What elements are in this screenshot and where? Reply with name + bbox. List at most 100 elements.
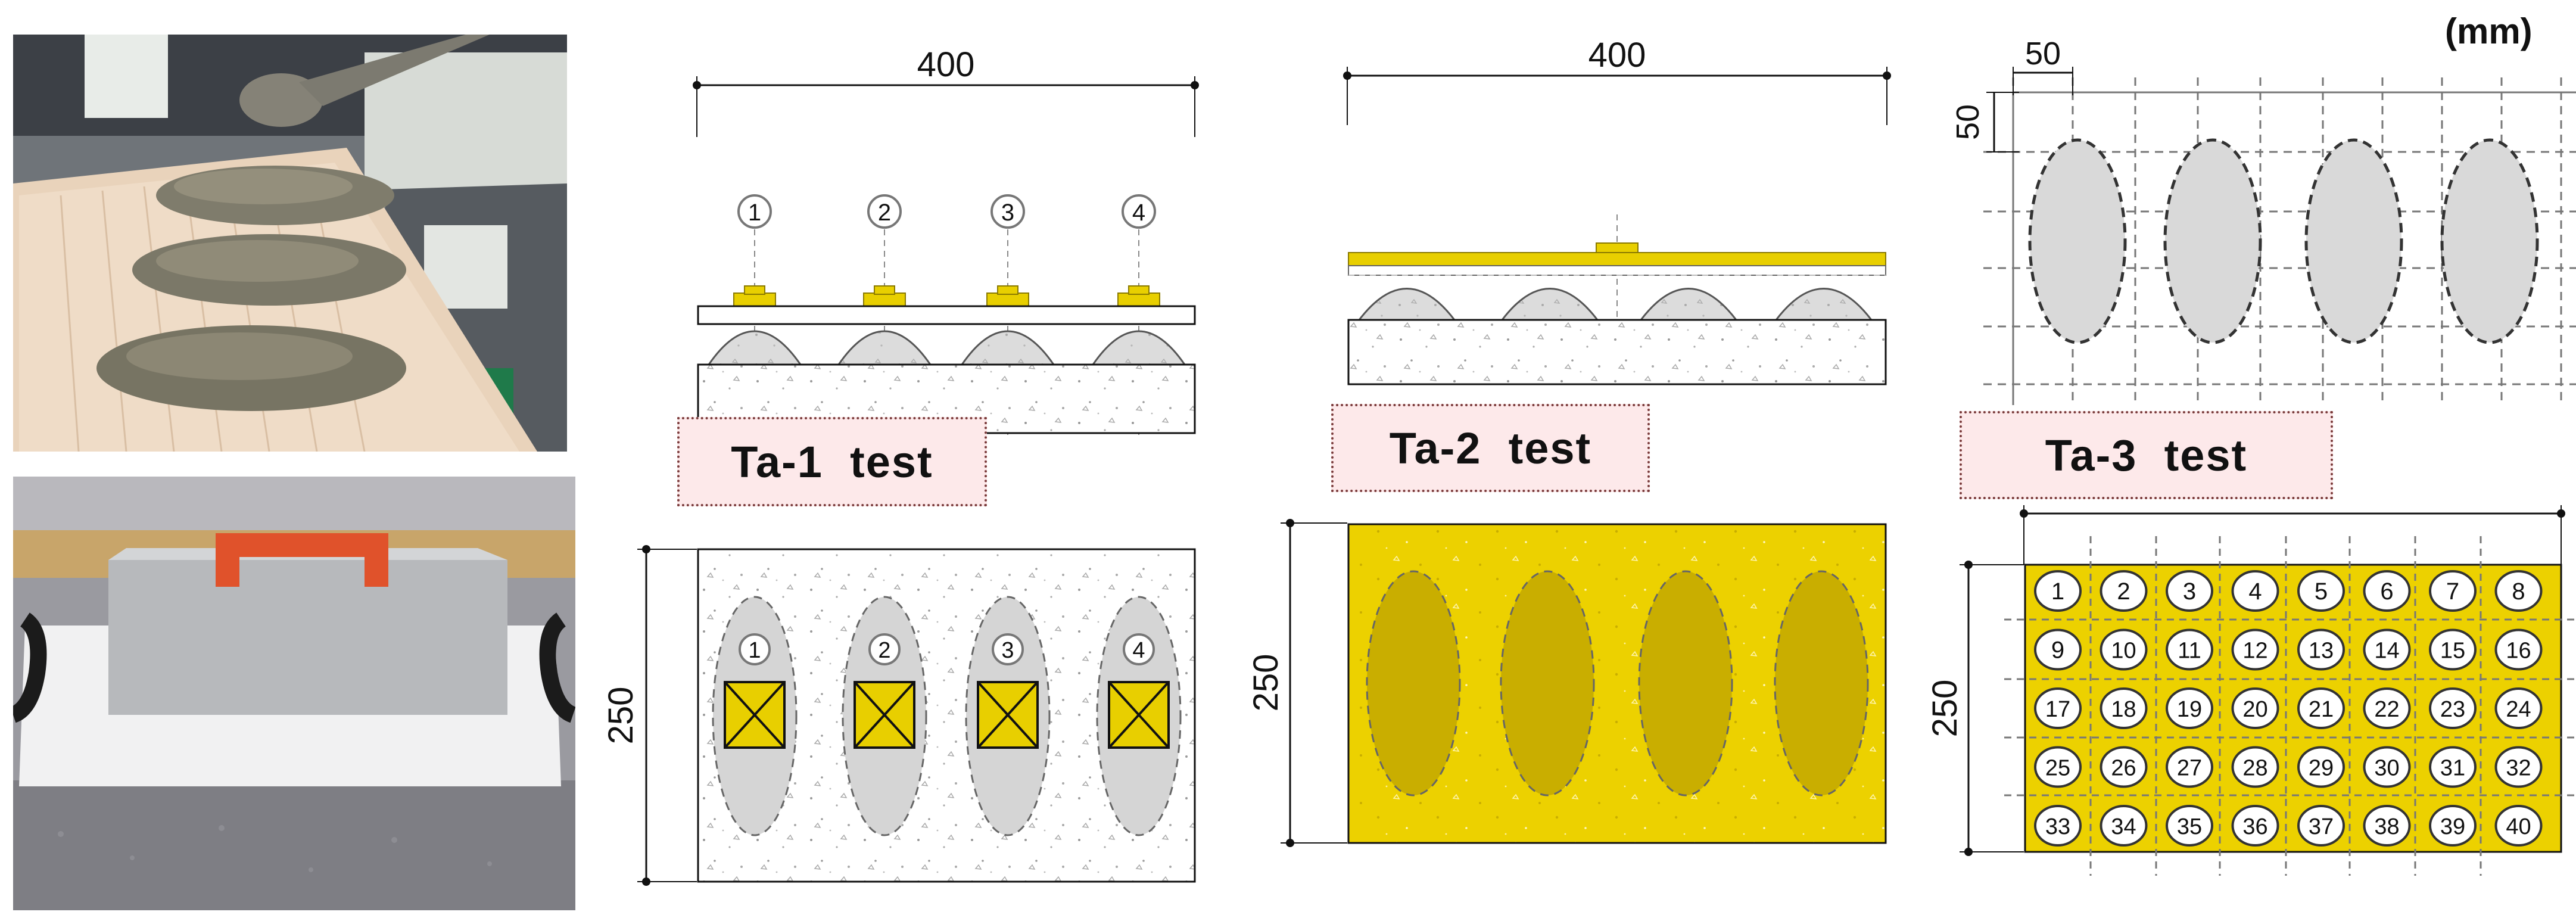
mortar-dabs-photo xyxy=(13,35,567,452)
pressing-tool-photo xyxy=(13,477,575,910)
ta3-point-circle xyxy=(2494,746,2543,788)
ta3-point-circle xyxy=(2034,805,2082,847)
ta3-point-circle xyxy=(2363,805,2411,847)
ta1-attachment-blocks xyxy=(733,285,1160,307)
ta3-point-label: 18 xyxy=(2111,697,2136,722)
ta3-point-label: 20 xyxy=(2242,697,2267,722)
ta3-point-label: 34 xyxy=(2111,814,2136,839)
ta3-point-circle xyxy=(2166,628,2213,671)
mortar-dabs-photo-art xyxy=(13,35,567,452)
ta3-point-label: 3 xyxy=(2183,578,2196,605)
pressing-tool-photo-art xyxy=(13,477,575,910)
ta1-section-view: 400 1 2 3 4 xyxy=(693,45,1199,435)
ta3-point-label: 12 xyxy=(2242,639,2267,664)
ta2-plan-mortar xyxy=(1366,570,1869,796)
ta3-point-circle xyxy=(2297,687,2345,729)
ta3-point-label: 2 xyxy=(2117,578,2130,605)
ta2-height-dimension: 250 xyxy=(1247,654,1285,712)
ta3-point-label: 15 xyxy=(2440,639,2465,664)
ta3-point-circle xyxy=(2100,746,2148,788)
ta3-point-label: 19 xyxy=(2177,697,2202,722)
ta3-point-circle xyxy=(2429,746,2477,788)
ta3-point-circle xyxy=(2297,628,2345,671)
ta3-point-circle xyxy=(2231,628,2279,671)
ta3-point-circle xyxy=(2297,805,2345,847)
ta1-mortar-dabs xyxy=(707,330,1186,366)
ta2-tile xyxy=(1348,265,1886,276)
ta2-plan-view: 250 xyxy=(1247,519,1887,847)
ta3-point-circle xyxy=(2429,628,2477,671)
ta3-point-label: 8 xyxy=(2512,578,2525,605)
ta3-point-label: 4 xyxy=(2248,578,2262,605)
ta3-point-circle xyxy=(2231,570,2279,612)
ta3-point-label: 9 xyxy=(2051,637,2064,664)
ta3-point-circle xyxy=(2100,687,2148,729)
ta1-width-dimension: 400 xyxy=(917,45,975,84)
ta1-plan-marker-1: 1 xyxy=(748,638,761,663)
ta3-point-circle xyxy=(2494,628,2543,671)
ta3-point-circle xyxy=(2494,687,2543,729)
ta3-point-circle xyxy=(2034,746,2082,788)
ta3-point-label: 5 xyxy=(2315,578,2328,605)
units-label: (mm) xyxy=(2445,11,2533,51)
ta3-point-label: 21 xyxy=(2309,697,2334,722)
ta1-height-dimension: 250 xyxy=(602,687,640,745)
ta1-plan-attachments xyxy=(724,681,1170,749)
ta3-point-circle xyxy=(2231,805,2279,847)
ta3-point-label: 17 xyxy=(2045,697,2070,722)
ta3-point-label: 22 xyxy=(2374,697,2399,722)
ta3-height-dimension: 250 xyxy=(1926,680,1964,737)
ta1-test-label: Ta-1 test xyxy=(677,417,987,506)
ta3-point-circle xyxy=(2166,687,2213,729)
ta3-point-circle xyxy=(2429,570,2477,612)
ta3-point-circle xyxy=(2166,570,2213,612)
ta1-marker-3: 3 xyxy=(1001,200,1014,226)
ta1-top-markers: 1 2 3 4 xyxy=(737,194,1156,229)
ta3-point-label: 33 xyxy=(2045,814,2070,839)
ta1-plan-marker-4: 4 xyxy=(1132,638,1145,663)
ta3-point-circle xyxy=(2034,570,2082,612)
ta3-point-label: 31 xyxy=(2440,756,2465,781)
ta3-point-label: 26 xyxy=(2111,756,2136,781)
ta3-spacing-y-dimension: 50 xyxy=(1950,104,1986,140)
ta3-point-circle xyxy=(2297,746,2345,788)
ta2-mortar-dabs xyxy=(1357,288,1874,321)
ta2-concrete-substrate xyxy=(1347,319,1887,385)
ta3-point-circle xyxy=(2297,570,2345,612)
ta3-point-label: 1 xyxy=(2051,578,2064,605)
ta3-point-circle xyxy=(2100,628,2148,671)
ta3-point-label: 35 xyxy=(2177,814,2202,839)
ta1-plan-view: 250 1 2 3 4 xyxy=(602,545,1196,886)
ta3-point-circle xyxy=(2363,628,2411,671)
ta2-width-dimension: 400 xyxy=(1588,36,1646,74)
ta3-point-label: 16 xyxy=(2506,639,2531,664)
ta3-point-circle xyxy=(2363,570,2411,612)
ta3-point-label: 27 xyxy=(2177,756,2202,781)
ta3-point-circle xyxy=(2034,687,2082,729)
ta3-mortar-layout: 50 50 xyxy=(1950,36,2576,405)
ta3-point-circle xyxy=(2363,746,2411,788)
ta3-point-circle xyxy=(2100,570,2148,612)
ta3-point-circle xyxy=(2363,687,2411,729)
ta3-point-label: 39 xyxy=(2440,814,2465,839)
ta3-point-label: 24 xyxy=(2506,697,2531,722)
ta3-point-label: 14 xyxy=(2374,639,2399,664)
ta3-point-label: 32 xyxy=(2506,756,2531,781)
ta3-point-circle xyxy=(2231,687,2279,729)
ta1-marker-2: 2 xyxy=(878,200,891,226)
ta1-plan-marker-2: 2 xyxy=(878,638,890,663)
ta1-marker-4: 4 xyxy=(1132,200,1145,226)
ta2-section-view: 400 xyxy=(1343,36,1891,385)
ta3-point-circle xyxy=(2100,805,2148,847)
ta3-point-label: 11 xyxy=(2178,639,2201,664)
ta3-plan-view: 400 250 12345678910111213141516171819202… xyxy=(1926,466,2576,876)
ta3-mortar-ovals xyxy=(2028,138,2539,344)
ta3-point-label: 25 xyxy=(2045,756,2070,781)
ta1-marker-1: 1 xyxy=(748,200,761,226)
ta3-point-circle xyxy=(2429,805,2477,847)
ta3-point-circle xyxy=(2231,746,2279,788)
ta3-point-label: 37 xyxy=(2309,814,2334,839)
ta3-point-label: 38 xyxy=(2374,814,2399,839)
